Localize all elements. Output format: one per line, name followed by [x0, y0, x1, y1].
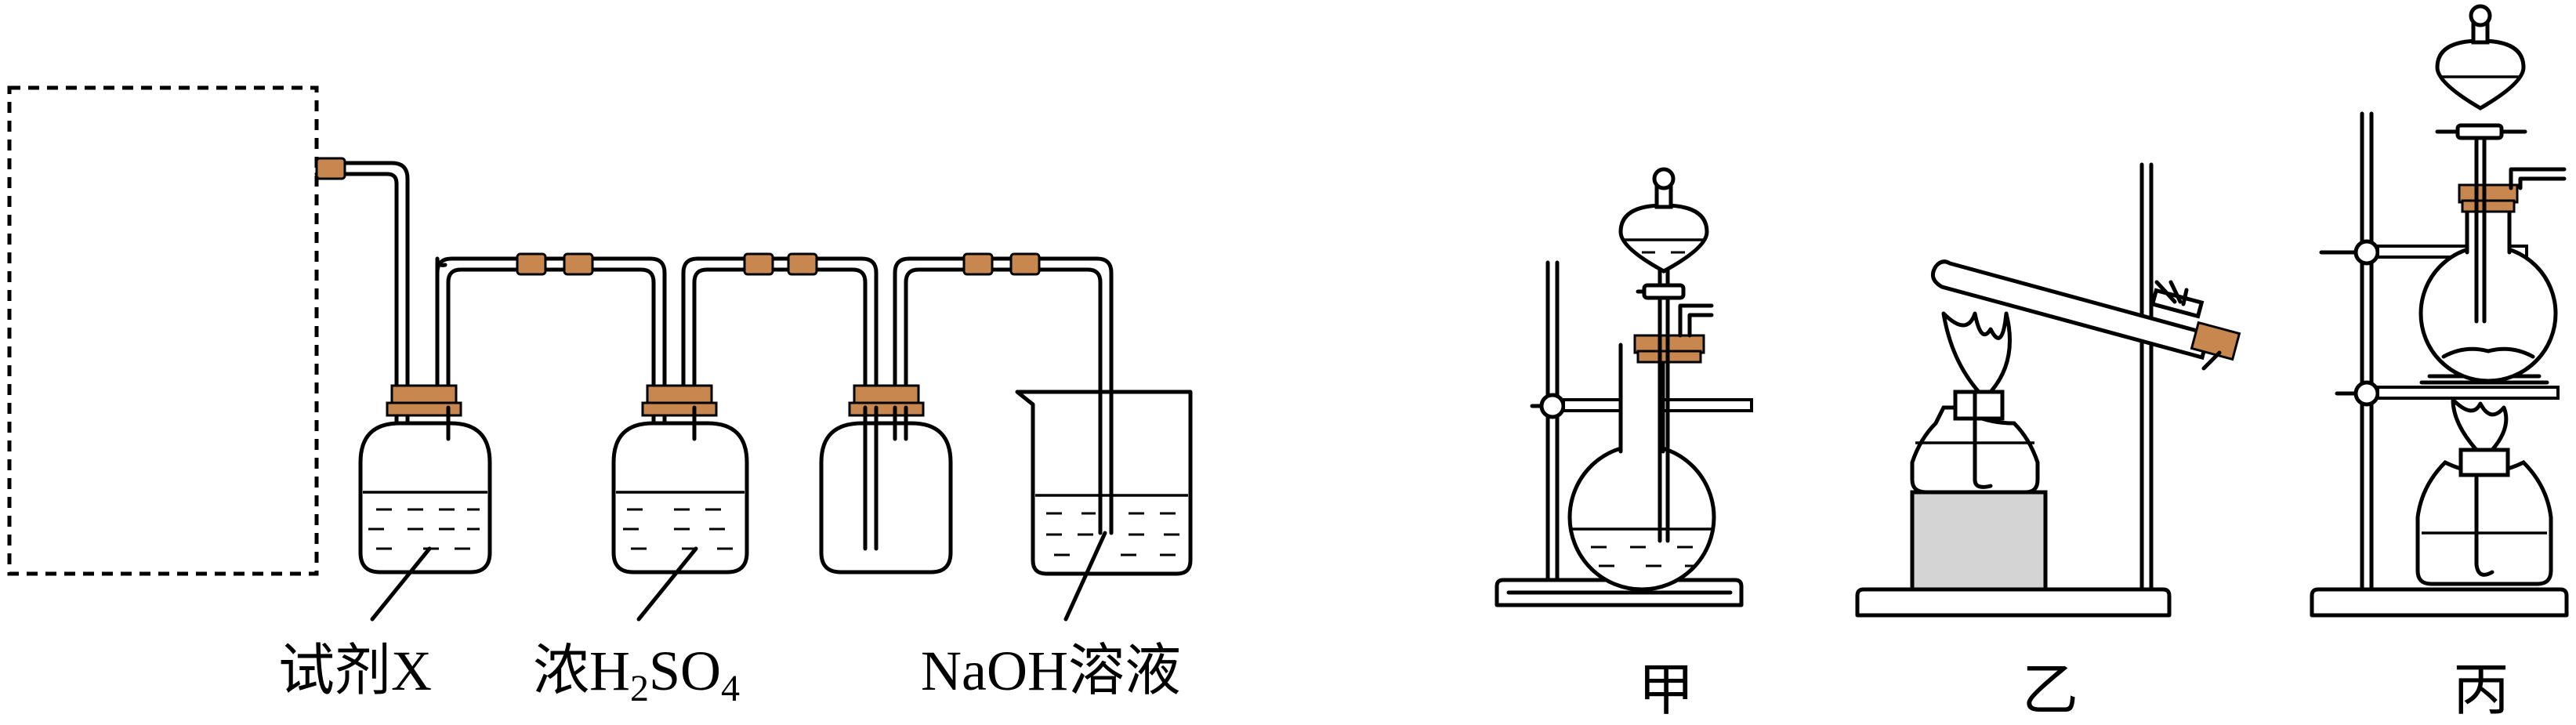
apparatus-jia: 甲 — [1495, 167, 1753, 722]
tube-2-3 — [681, 252, 879, 551]
support-block — [1910, 490, 2048, 592]
wash-bottle-h2so4 — [611, 384, 749, 575]
label-bing: 丙 — [2453, 659, 2509, 722]
leader-naoh — [1063, 531, 1107, 622]
label-reagent-x: 试剂X — [278, 640, 432, 702]
safety-bottle — [819, 384, 953, 575]
label-conc-h2so4: 浓H2SO4 — [533, 640, 740, 709]
leader-reagent-x — [370, 546, 432, 622]
gas-train-setup: 试剂X 浓H2SO4 NaOH溶液 — [7, 85, 1193, 709]
apparatus-bing: 丙 — [2310, 4, 2569, 722]
leader-h2so4 — [636, 546, 698, 622]
unknown-generator-box — [7, 85, 319, 576]
tube-1-2 — [435, 252, 667, 551]
tube-3-beaker — [893, 252, 1114, 535]
naoh-beaker — [1015, 390, 1193, 576]
label-yi: 乙 — [2022, 659, 2078, 722]
outlet-tube — [314, 157, 410, 551]
wash-bottle-reagent-x — [358, 256, 492, 575]
label-jia: 甲 — [1638, 659, 1694, 722]
label-naoh-solution: NaOH溶液 — [921, 640, 1181, 702]
apparatus-yi: 乙 — [1855, 162, 2241, 722]
